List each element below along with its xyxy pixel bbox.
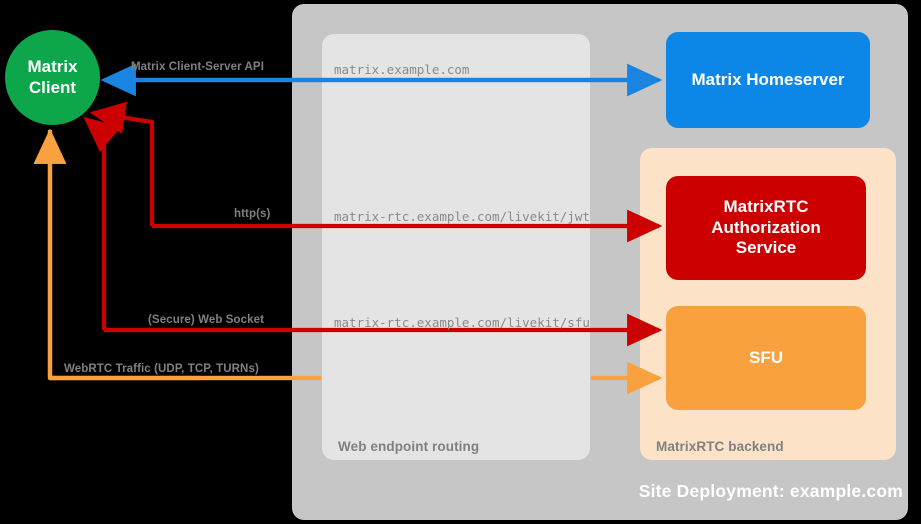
connector-websocket (83, 116, 663, 347)
edge-label-https: http(s) (234, 208, 271, 220)
site-deployment-label: Site Deployment: example.com (638, 481, 903, 501)
node-matrix-homeserver[interactable]: Matrix Homeserver (666, 32, 870, 128)
connector-https (89, 101, 663, 243)
endpoint-url-sfu: matrix-rtc.example.com/livekit/sfu (334, 315, 590, 330)
edge-label-websocket: (Secure) Web Socket (148, 314, 265, 326)
web-endpoint-routing-label: Web endpoint routing (338, 439, 480, 454)
edge-label-webrtc: WebRTC Traffic (UDP, TCP, TURNs) (64, 363, 259, 375)
node-matrixrtc-authorization-service[interactable]: MatrixRTC Authorization Service (666, 176, 866, 280)
endpoint-url-jwt: matrix-rtc.example.com/livekit/jwt (334, 209, 590, 224)
node-matrix-client[interactable]: Matrix Client (5, 30, 100, 125)
endpoint-url-matrix: matrix.example.com (334, 62, 470, 77)
sfu-label: SFU (749, 347, 783, 367)
auth-label-line3: Service (735, 238, 797, 258)
web-endpoint-routing-panel (322, 34, 590, 460)
auth-label-line1: MatrixRTC (723, 196, 809, 216)
matrix-client-label-line2: Client (28, 77, 77, 97)
connector-webrtc-overlay (33, 128, 663, 395)
matrixrtc-backend-label: MatrixRTC backend (656, 439, 784, 454)
matrix-homeserver-label: Matrix Homeserver (691, 69, 845, 89)
auth-label-line2: Authorization (711, 217, 821, 237)
edge-label-client-server-api: Matrix Client-Server API (131, 61, 264, 73)
node-sfu[interactable]: SFU (666, 306, 866, 410)
matrix-client-label-line1: Matrix (27, 57, 78, 77)
